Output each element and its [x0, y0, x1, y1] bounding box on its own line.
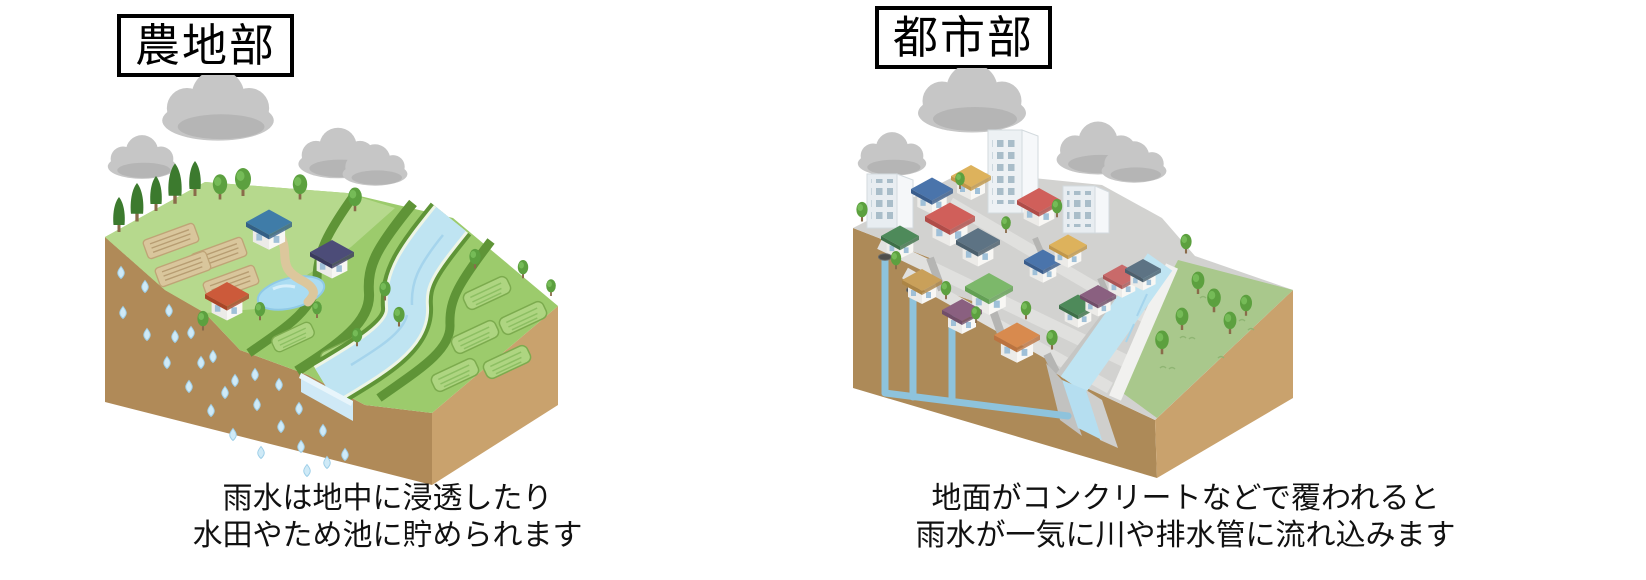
urban-illustration	[853, 68, 1293, 478]
urban-caption-line1: 地面がコンクリートなどで覆われると	[931, 482, 1440, 515]
farmland-caption-line1: 雨水は地中に浸透したり	[222, 482, 553, 515]
farmland-illustration	[105, 75, 558, 485]
urban-caption: 地面がコンクリートなどで覆われると 雨水が一気に川や排水管に流れ込みます	[858, 480, 1513, 554]
drainage-pipes	[881, 256, 1072, 420]
urban-label: 都市部	[875, 6, 1053, 70]
urban-caption-line2: 雨水が一気に川や排水管に流れ込みます	[915, 519, 1456, 552]
rain-cloud	[107, 75, 408, 186]
office-buildings	[866, 129, 1110, 234]
winding-river	[299, 202, 472, 421]
dirt-path	[275, 230, 318, 307]
farmland-caption: 雨水は地中に浸透したり 水田やため池に貯められます	[60, 480, 715, 554]
farmland-label: 農地部	[117, 14, 295, 78]
farmland-caption-line2: 水田やため池に貯められます	[192, 519, 583, 552]
